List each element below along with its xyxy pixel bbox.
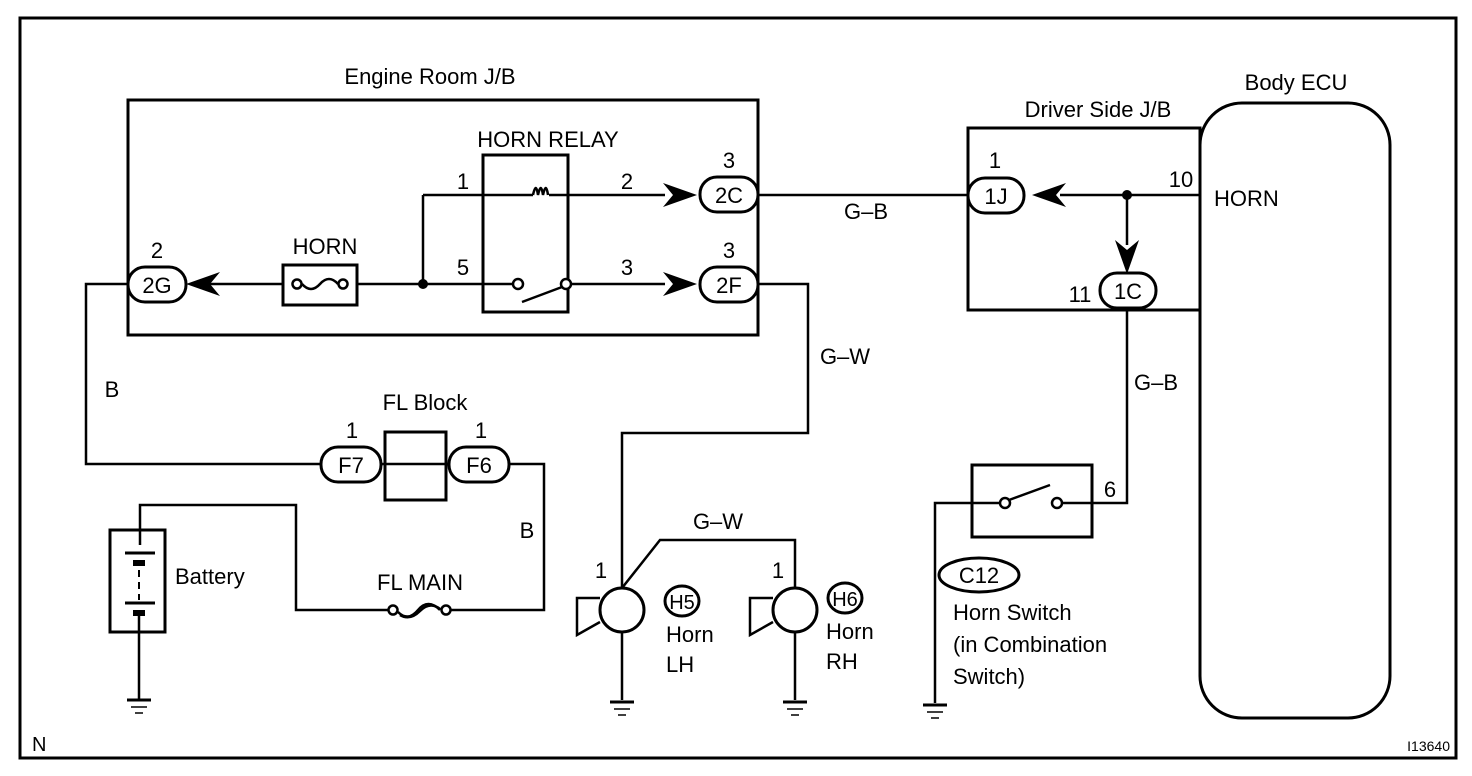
fl-block: FL Block F7 1 F6 1 (319, 390, 511, 502)
diagram-frame (18, 16, 1458, 760)
connector-2C[interactable]: 2C 3 (698, 148, 760, 214)
wire-label-g-w-2: G–W (693, 509, 743, 534)
battery-label: Battery (175, 564, 245, 589)
horn-relay-box (481, 153, 570, 314)
wire-label-b-2: B (520, 518, 535, 543)
fl-block-title: FL Block (383, 390, 469, 415)
connector-1J[interactable]: 1J 1 (966, 148, 1026, 215)
svg-text:(in Combination: (in Combination (953, 632, 1107, 657)
horn-fuse-label: HORN (293, 234, 358, 259)
horn-bell-icon (575, 596, 601, 638)
svg-text:Horn: Horn (666, 622, 714, 647)
chevron-left-icon (1032, 183, 1066, 207)
relay-coil-icon (531, 186, 550, 196)
svg-text:1C: 1C (1114, 279, 1142, 304)
svg-text:Switch): Switch) (953, 664, 1025, 689)
connector-2F[interactable]: 2F 3 (698, 238, 760, 304)
chevron-down-icon (1115, 240, 1139, 274)
connector-H5: H5 (669, 592, 695, 614)
svg-text:RH: RH (826, 649, 858, 674)
horn-lh: 1 H5 Horn LH (575, 558, 714, 716)
relay-switch-icon (511, 277, 573, 304)
driver-side-jb: Driver Side J/B 1J 1 1C 11 10 (966, 97, 1202, 312)
horn-bell-icon (748, 596, 774, 638)
fl-main-label: FL MAIN (377, 570, 463, 595)
wire-g-w-2f-horn (620, 282, 810, 588)
connector-C12: C12 (959, 563, 999, 588)
wire-label-b: B (105, 377, 120, 402)
ecu-terminal-horn: HORN (1214, 186, 1279, 211)
svg-text:1: 1 (475, 418, 487, 443)
wire-label-g-b: G–B (844, 199, 888, 224)
junction-dot (418, 279, 428, 289)
wire-b-f6-battery (138, 462, 546, 612)
connector-F6[interactable]: F6 1 (447, 418, 511, 484)
svg-text:2G: 2G (142, 273, 171, 298)
battery-icon (108, 528, 167, 700)
svg-text:1J: 1J (984, 184, 1007, 209)
svg-text:Horn Switch: Horn Switch (953, 600, 1072, 625)
wire-label-g-w: G–W (820, 344, 870, 369)
horn-switch: 6 C12 Horn Switch (in Combination Switch… (923, 463, 1116, 719)
relay-coil-wire (421, 193, 665, 284)
fl-main-fuse-icon (387, 602, 452, 619)
relay-pin-2: 2 (621, 169, 633, 194)
fuse-icon (291, 277, 349, 291)
svg-text:2C: 2C (715, 183, 743, 208)
svg-text:Horn: Horn (826, 619, 874, 644)
ecu-pin-10: 10 (1169, 167, 1193, 192)
svg-text:1: 1 (772, 558, 784, 583)
body-ecu: Body ECU HORN (1198, 70, 1392, 720)
figure-id: I13640 (1407, 738, 1450, 754)
horn-rh: 1 H6 Horn RH (748, 558, 874, 716)
engine-room-jb-box (126, 98, 760, 337)
svg-text:11: 11 (1069, 282, 1092, 307)
chevron-right-icon (663, 183, 697, 207)
svg-text:LH: LH (666, 652, 694, 677)
svg-text:6: 6 (1104, 477, 1116, 502)
svg-text:1: 1 (595, 558, 607, 583)
engine-room-jb-title: Engine Room J/B (344, 64, 515, 89)
footer-mark: N (32, 734, 46, 756)
wire-g-b-switch (933, 308, 1129, 703)
svg-text:1: 1 (346, 418, 358, 443)
ground-icon (127, 698, 151, 714)
wire-g-w-horns (621, 538, 797, 589)
chevron-left-icon (186, 272, 220, 296)
svg-text:F7: F7 (338, 453, 364, 478)
relay-pin-3: 3 (621, 255, 633, 280)
relay-pin-5: 5 (457, 255, 469, 280)
horn-relay-title: HORN RELAY (477, 127, 619, 152)
connector-H6: H6 (832, 589, 858, 611)
svg-text:F6: F6 (466, 453, 492, 478)
horn-fuse-box (281, 263, 359, 307)
svg-text:1: 1 (989, 148, 1001, 173)
svg-text:2: 2 (151, 238, 163, 263)
driver-side-jb-title: Driver Side J/B (1025, 97, 1172, 122)
connector-F7[interactable]: F7 1 (319, 418, 383, 484)
chevron-right-icon (663, 272, 697, 296)
svg-text:3: 3 (723, 148, 735, 173)
svg-text:3: 3 (723, 238, 735, 263)
body-ecu-title: Body ECU (1245, 70, 1348, 95)
wire-label-g-b-2: G–B (1134, 370, 1178, 395)
connector-2G[interactable]: 2G 2 (126, 238, 188, 304)
relay-pin-1: 1 (457, 169, 469, 194)
engine-room-jb: Engine Room J/B HORN RELAY 1 2 5 3 HORN (126, 64, 760, 337)
connector-1C[interactable]: 1C 11 (1069, 271, 1158, 310)
svg-text:2F: 2F (716, 273, 742, 298)
wire-b-2g-f7 (84, 282, 323, 466)
